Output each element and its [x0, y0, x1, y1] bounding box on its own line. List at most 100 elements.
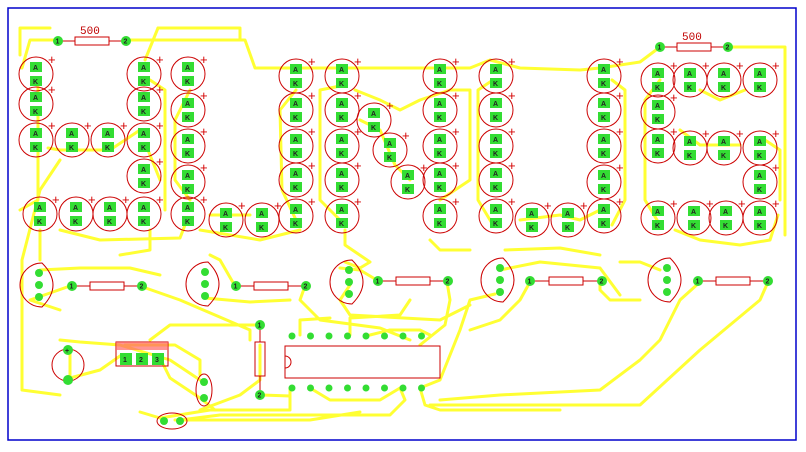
- led-cathode-label: K: [259, 225, 264, 232]
- transistor-outline: [480, 257, 515, 303]
- led-anode-pad: [490, 98, 502, 108]
- led-polarity-mark: +: [508, 158, 516, 173]
- led-anode-label: A: [141, 95, 146, 102]
- led-footprint: AK+: [126, 118, 164, 158]
- led-anode-pad: [336, 98, 348, 108]
- connector-pin-2: [136, 353, 148, 365]
- led-anode-pad: [434, 98, 446, 108]
- led-cathode-label: K: [757, 223, 762, 230]
- led-cathode-pad: [336, 112, 348, 122]
- connector-label-1: 1: [123, 357, 127, 364]
- led-anode-pad: [434, 204, 446, 214]
- pad: [443, 276, 453, 286]
- led-anode-label: A: [223, 211, 228, 218]
- led-anode-label: A: [141, 205, 146, 212]
- led-footprint: AK+: [422, 88, 460, 128]
- led-outline: [640, 128, 676, 164]
- pad-label-1: 1: [528, 279, 532, 286]
- pad: [255, 390, 265, 400]
- pad-label-1: 1: [70, 284, 74, 291]
- led-cathode-pad: [562, 222, 574, 232]
- led-footprint: AK+: [586, 160, 624, 200]
- led-outline: [372, 132, 408, 168]
- led-polarity-mark: +: [274, 198, 282, 213]
- pad: [345, 290, 353, 298]
- pad: [496, 288, 504, 296]
- led-outline: [170, 56, 206, 92]
- led-cathode-label: K: [493, 185, 498, 192]
- ic-pin: [325, 384, 333, 392]
- led-anode-label: A: [73, 205, 78, 212]
- led-cathode-label: K: [721, 85, 726, 92]
- transistor-outline: [185, 261, 220, 307]
- pad: [496, 276, 504, 284]
- led-outline: [586, 128, 622, 164]
- led-footprint: AK+: [742, 160, 780, 200]
- led-anode-pad: [754, 206, 766, 216]
- led-polarity-mark: +: [200, 124, 208, 139]
- capacitor-footprint: +: [51, 345, 85, 385]
- led-anode-pad: [384, 138, 396, 148]
- pad: [301, 281, 311, 291]
- led-outline: [278, 92, 314, 128]
- led-polarity-mark: +: [452, 124, 460, 139]
- led-anode-label: A: [185, 65, 190, 72]
- pad: [63, 375, 73, 385]
- led-polarity-mark: +: [156, 118, 164, 133]
- led-polarity-mark: +: [670, 90, 678, 105]
- led-anode-pad: [718, 136, 730, 146]
- led-cathode-pad: [688, 220, 700, 230]
- led-footprint: AK+: [278, 194, 316, 234]
- led-anode-pad: [652, 100, 664, 110]
- led-anode-label: A: [185, 137, 190, 144]
- led-cathode-label: K: [437, 221, 442, 228]
- transistor-footprint: [647, 257, 682, 303]
- led-cathode-pad: [598, 148, 610, 158]
- pad: [231, 281, 241, 291]
- led-footprint: AK+: [640, 124, 678, 164]
- led-anode-pad: [434, 168, 446, 178]
- led-cathode-label: K: [493, 115, 498, 122]
- led-anode-label: A: [405, 173, 410, 180]
- led-anode-label: A: [437, 137, 442, 144]
- led-polarity-mark: +: [308, 194, 316, 209]
- led-anode-label: A: [33, 95, 38, 102]
- led-anode-label: A: [493, 101, 498, 108]
- led-cathode-pad: [434, 78, 446, 88]
- led-outline: [18, 56, 54, 92]
- led-cathode-label: K: [655, 223, 660, 230]
- led-polarity-mark: +: [48, 52, 56, 67]
- led-anode-label: A: [259, 211, 264, 218]
- led-cathode-label: K: [339, 151, 344, 158]
- led-outline: [126, 158, 162, 194]
- led-anode-label: A: [529, 211, 534, 218]
- led-outline: [170, 164, 206, 200]
- led-polarity-mark: +: [402, 128, 410, 143]
- led-outline: [278, 198, 314, 234]
- led-anode-pad: [368, 108, 380, 118]
- led-cathode-pad: [336, 182, 348, 192]
- led-footprint: AK+: [742, 58, 780, 98]
- led-anode-pad: [30, 62, 42, 72]
- led-cathode-pad: [598, 218, 610, 228]
- led-polarity-mark: +: [616, 124, 624, 139]
- led-anode-label: A: [339, 137, 344, 144]
- led-cathode-label: K: [33, 145, 38, 152]
- led-polarity-mark: +: [452, 158, 460, 173]
- ic-pin: [344, 384, 351, 392]
- led-polarity-mark: +: [544, 198, 552, 213]
- ic-pin: [399, 384, 407, 392]
- led-anode-pad: [182, 134, 194, 144]
- pad: [663, 276, 671, 284]
- led-cathode-label: K: [387, 155, 392, 162]
- led-polarity-mark: +: [156, 192, 164, 207]
- led-footprint: AK+: [514, 198, 552, 238]
- diode-outline: [195, 373, 213, 407]
- pad: [121, 36, 131, 46]
- led-cathode-label: K: [687, 153, 692, 160]
- led-outline: [390, 164, 426, 200]
- led-anode-pad: [66, 128, 78, 138]
- led-cathode-label: K: [655, 85, 660, 92]
- led-outline: [126, 122, 162, 158]
- connector-label-3: 3: [155, 357, 159, 364]
